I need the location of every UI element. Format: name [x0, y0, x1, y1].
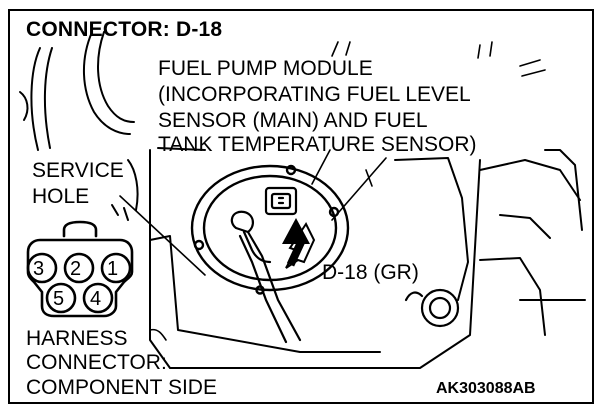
pin-label-4: 4 [90, 288, 102, 310]
service-hole-label-line-1: SERVICE [32, 159, 124, 182]
leader-lines [119, 149, 387, 341]
module-label-line-1: FUEL PUMP MODULE [158, 57, 373, 80]
connector-callout-label: D-18 (GR) [322, 261, 419, 284]
module-label-line-4: TANK TEMPERATURE SENSOR) [158, 133, 477, 156]
figure-code: AK303088AB [436, 380, 536, 397]
pin-label-3: 3 [33, 258, 45, 280]
connector-title: CONNECTOR: D-18 [26, 18, 223, 41]
figure-frame [8, 9, 594, 404]
pin-label-1: 1 [107, 258, 119, 280]
harness-label-line-2: CONNECTOR: [26, 351, 167, 374]
pin-label-5: 5 [53, 288, 65, 310]
harness-connector-shape [26, 220, 134, 318]
module-connector-socket [264, 186, 298, 216]
service-hole-label-line-2: HOLE [32, 185, 90, 208]
fuel-line-fitting [230, 210, 302, 344]
module-label-line-2: (INCORPORATING FUEL LEVEL [158, 83, 471, 106]
hose-lines [19, 31, 139, 221]
harness-label-line-3: COMPONENT SIDE [26, 376, 217, 399]
harness-label-line-1: HARNESS [26, 327, 128, 350]
sketch-strokes [331, 41, 546, 77]
pin-label-2: 2 [70, 258, 82, 280]
pointer-arrow [282, 218, 316, 269]
module-label-line-3: SENSOR (MAIN) AND FUEL [158, 109, 428, 132]
filler-fitting [404, 288, 460, 328]
